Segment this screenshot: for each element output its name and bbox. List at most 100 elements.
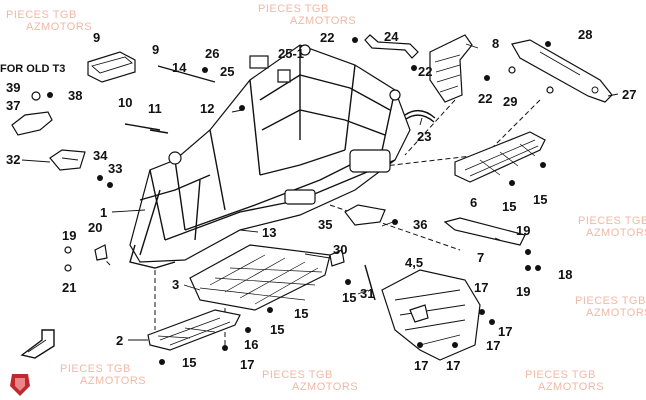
arrow-front-icon: [20, 329, 55, 359]
callout-15-b: 15: [533, 192, 547, 207]
bar-24: [364, 34, 419, 59]
callout-24: 24: [384, 29, 399, 44]
callout-15-f: 15: [182, 355, 196, 370]
callout-26: 26: [205, 46, 219, 61]
callout-14: 14: [172, 60, 187, 75]
svg-text:PIECES TGB: PIECES TGB: [60, 363, 131, 375]
watermark-bottom-right: PIECES TGB AZMOTORS: [525, 369, 604, 393]
callout-17-e: 17: [414, 358, 428, 373]
leader-lines: [21, 43, 619, 341]
bracket-8: [429, 34, 473, 103]
callout-9-a: 9: [93, 30, 100, 45]
panel-27: [511, 39, 613, 103]
callout-11: 11: [148, 101, 162, 116]
skid-plate-2: [147, 309, 241, 351]
callout-30: 30: [333, 242, 347, 257]
svg-text:AZMOTORS: AZMOTORS: [292, 381, 358, 393]
bracket-35: [344, 204, 386, 226]
callout-10: 10: [118, 95, 132, 110]
callout-36: 36: [413, 217, 427, 232]
callout-6: 6: [470, 195, 477, 210]
svg-text:PIECES TGB: PIECES TGB: [575, 295, 646, 307]
callout-17-b: 17: [474, 280, 488, 295]
callout-28: 28: [578, 27, 592, 42]
tray-9: [87, 51, 136, 83]
rods: [124, 65, 216, 134]
callout-16: 16: [244, 337, 258, 352]
svg-text:AZMOTORS: AZMOTORS: [586, 227, 646, 239]
callout-21: 21: [62, 280, 76, 295]
callout-17-a: 17: [240, 357, 254, 372]
svg-text:AZMOTORS: AZMOTORS: [80, 375, 146, 387]
bracket-32: [49, 149, 86, 171]
callout-17-d: 17: [486, 338, 500, 353]
callout-19-b: 19: [516, 223, 530, 238]
callout-31: 31: [360, 286, 374, 301]
callout-2: 2: [116, 333, 123, 348]
callout-15-e: 15: [270, 322, 284, 337]
callout-27: 27: [622, 87, 636, 102]
skid-plate-3: [189, 244, 331, 311]
bracket-7: [443, 217, 526, 246]
callout-22-b: 22: [418, 64, 432, 79]
callout-19-a: 19: [62, 228, 76, 243]
svg-text:PIECES TGB: PIECES TGB: [258, 3, 329, 15]
bolts: [31, 37, 554, 365]
callout-17-c: 17: [498, 324, 512, 339]
fender-4-5: [381, 269, 481, 361]
callout-17-f: 17: [446, 358, 460, 373]
watermark-bottom-left: PIECES TGB AZMOTORS: [60, 363, 146, 387]
svg-text:AZMOTORS: AZMOTORS: [586, 307, 646, 319]
callout-33: 33: [108, 161, 122, 176]
callout-labels: FOR OLD T3 1 2 3 4,5 6 7 8 9 9 10 11 12 …: [0, 27, 636, 373]
watermark-bottom-center: PIECES TGB AZMOTORS: [262, 369, 358, 393]
plate-30: [329, 249, 345, 267]
callout-20: 20: [88, 220, 102, 235]
callout-7: 7: [477, 250, 484, 265]
callout-22-a: 22: [320, 30, 334, 45]
watermark-top-center: PIECES TGB AZMOTORS: [258, 3, 356, 27]
callout-22-c: 22: [478, 91, 492, 106]
watermark-mid-right: PIECES TGB AZMOTORS: [578, 215, 646, 239]
watermark-top-left: PIECES TGB AZMOTORS: [6, 9, 92, 33]
callout-18: 18: [558, 267, 572, 282]
callout-23: 23: [417, 129, 431, 144]
callout-25-1: 25-1: [278, 46, 304, 61]
callout-4-5: 4,5: [405, 255, 423, 270]
callout-13: 13: [262, 225, 276, 240]
svg-text:PIECES TGB: PIECES TGB: [262, 369, 333, 381]
callout-8: 8: [492, 36, 499, 51]
callout-39: 39: [6, 80, 20, 95]
callout-29: 29: [503, 94, 517, 109]
callout-12: 12: [200, 101, 214, 116]
callout-32: 32: [6, 152, 20, 167]
callout-25: 25: [220, 64, 234, 79]
callout-15-a: 15: [502, 199, 516, 214]
watermark-right: PIECES TGB AZMOTORS: [575, 295, 646, 319]
small-parts: [94, 55, 376, 301]
old-t3-note: FOR OLD T3: [0, 63, 65, 75]
bracket-37: [11, 111, 53, 136]
svg-text:PIECES TGB: PIECES TGB: [525, 369, 596, 381]
callout-37: 37: [6, 98, 20, 113]
svg-text:AZMOTORS: AZMOTORS: [290, 15, 356, 27]
callout-3: 3: [172, 277, 179, 292]
callout-1: 1: [100, 205, 107, 220]
callout-35: 35: [318, 217, 332, 232]
callout-15-c: 15: [342, 290, 356, 305]
callout-34: 34: [93, 148, 108, 163]
svg-text:AZMOTORS: AZMOTORS: [26, 21, 92, 33]
guard-6: [454, 131, 546, 183]
callout-38: 38: [68, 88, 82, 103]
svg-text:PIECES TGB: PIECES TGB: [6, 9, 77, 21]
callout-9-b: 9: [152, 42, 159, 57]
main-frame: [129, 44, 411, 269]
svg-text:PIECES TGB: PIECES TGB: [578, 215, 646, 227]
callout-15-d: 15: [294, 306, 308, 321]
brand-logo-icon: [10, 374, 30, 396]
tube-23: [404, 110, 436, 123]
callout-19-c: 19: [516, 284, 530, 299]
svg-text:AZMOTORS: AZMOTORS: [538, 381, 604, 393]
